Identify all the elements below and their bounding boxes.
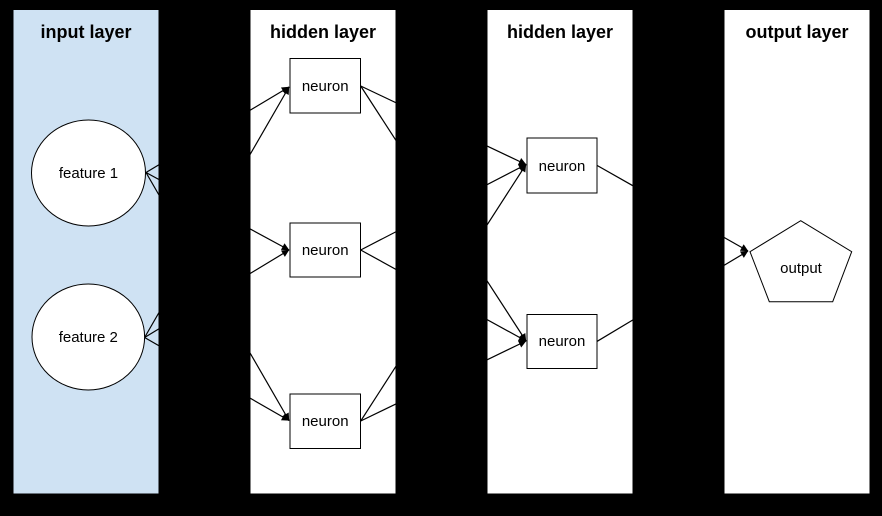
edge-f1-h1n2 — [145, 171, 290, 251]
panel-title-output-layer: output layer — [745, 22, 848, 42]
edge-f2-h1n2 — [144, 249, 290, 339]
output-label: output — [780, 260, 823, 277]
edge-h1n2-h2n1 — [360, 163, 527, 251]
edge-h1n3-h2n1 — [360, 164, 527, 422]
panel-title-hidden-layer-2: hidden layer — [507, 22, 613, 42]
edge-f1-h1n3 — [145, 172, 290, 421]
panel-title-input-layer: input layer — [40, 22, 131, 42]
hidden1-neuron-2-label: neuron — [302, 242, 349, 259]
feature-2-ellipse — [31, 283, 146, 391]
panel-title-hidden-layer-1: hidden layer — [270, 22, 376, 42]
edge-h1n3-h2n2 — [360, 340, 527, 422]
edge-h2n2-out — [596, 250, 749, 342]
edges — [144, 85, 749, 422]
output-pentagon — [749, 220, 853, 303]
panel-input-layer — [13, 10, 159, 494]
node-hidden1-neuron-1: neuron — [289, 58, 361, 114]
hidden1-neuron-3-box — [289, 393, 361, 449]
edge-h1n1-h2n2 — [360, 85, 527, 342]
node-hidden1-neuron-3: neuron — [289, 393, 361, 449]
node-hidden1-neuron-2: neuron — [289, 222, 361, 278]
hidden1-neuron-1-label: neuron — [302, 78, 349, 95]
hidden1-neuron-1-box — [289, 58, 361, 114]
feature-2-label: feature 2 — [59, 329, 118, 346]
feature-1-label: feature 1 — [59, 165, 118, 182]
node-output: output — [749, 220, 853, 303]
node-hidden2-neuron-2: neuron — [526, 314, 598, 369]
hidden2-neuron-1-box — [526, 137, 598, 194]
edge-f2-h1n1 — [144, 86, 290, 338]
edge-h1n1-h2n1 — [360, 85, 527, 166]
node-hidden2-neuron-1: neuron — [526, 137, 598, 194]
hidden1-neuron-2-box — [289, 222, 361, 278]
edge-h1n2-h2n2 — [360, 249, 527, 342]
node-feature-2: feature 2 — [31, 283, 146, 391]
panel-hidden-layer-2 — [487, 10, 633, 494]
node-feature-1: feature 1 — [31, 119, 146, 227]
hidden2-neuron-2-box — [526, 314, 598, 369]
hidden1-neuron-3-label: neuron — [302, 413, 349, 430]
edge-h2n1-out — [596, 164, 749, 252]
edge-f2-h1n3 — [144, 336, 290, 422]
hidden2-neuron-2-label: neuron — [539, 333, 586, 350]
feature-1-ellipse — [31, 119, 146, 227]
edge-f1-h1n1 — [145, 86, 290, 174]
hidden2-neuron-1-label: neuron — [539, 158, 586, 175]
